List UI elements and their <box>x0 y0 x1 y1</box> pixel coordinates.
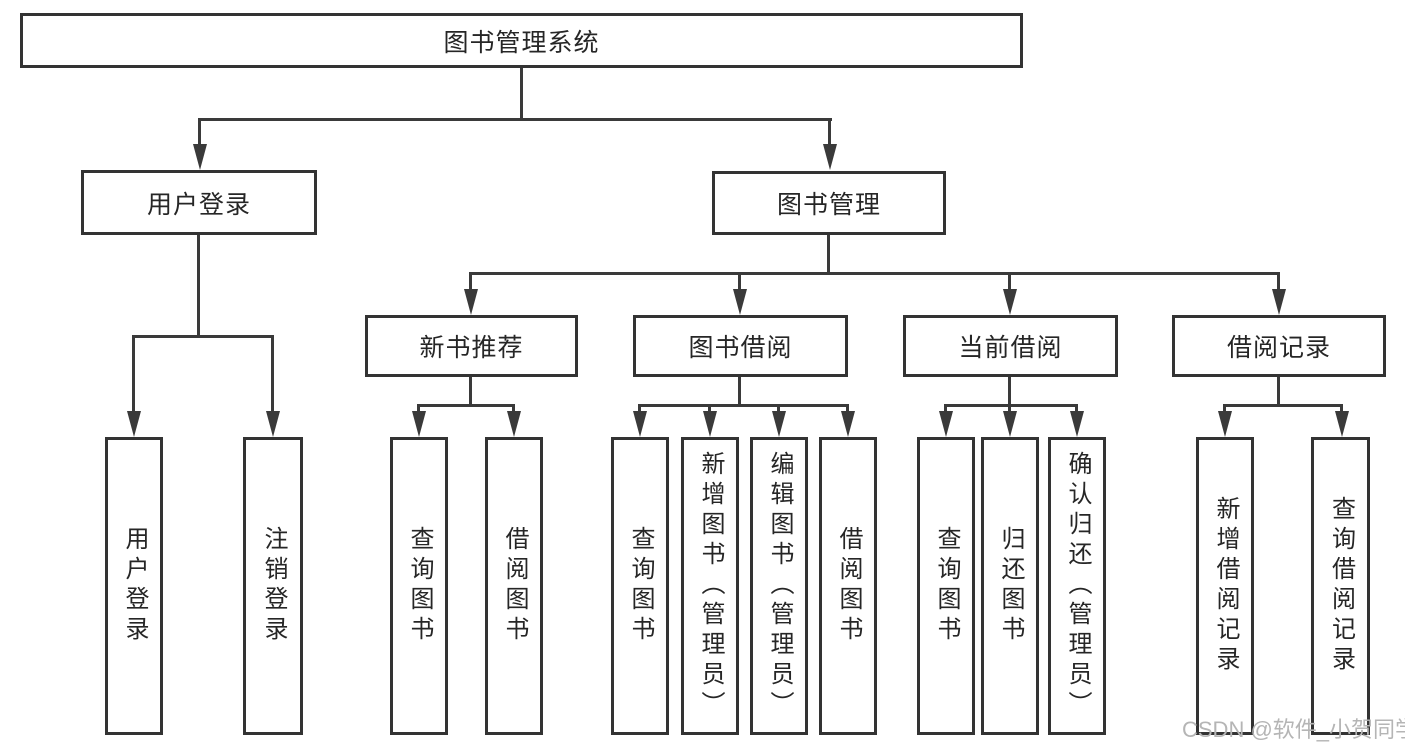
connector-newbook-branch-stem <box>469 377 472 407</box>
node-book-mgmt: 图书管理 <box>712 171 946 235</box>
arrowhead-borrow <box>733 289 747 315</box>
leaf-user-login-label: 用户登录 <box>121 526 148 646</box>
arrowhead-newbook <box>464 289 478 315</box>
connector-leaf13-stem <box>1340 404 1343 416</box>
connector-leaf11-stem <box>1075 404 1078 416</box>
arrowhead-leaf6 <box>703 411 717 437</box>
node-user-login-label: 用户登录 <box>146 190 251 219</box>
leaf-add-borrow-record: 新增借阅记录 <box>1196 437 1254 735</box>
connector-records-stem <box>1277 272 1280 292</box>
connector-level3-bus <box>469 272 1280 275</box>
arrowhead-leaf13 <box>1335 411 1349 437</box>
leaf-query-books-borrow-label: 查询图书 <box>627 526 654 646</box>
arrowhead-current <box>1003 289 1017 315</box>
arrowhead-leaf5 <box>633 411 647 437</box>
leaf-query-books-current: 查询图书 <box>917 437 975 735</box>
arrowhead-leaf8 <box>841 411 855 437</box>
connector-records-branch-stem <box>1277 377 1280 407</box>
connector-leaf5-stem <box>638 404 641 416</box>
leaf-query-borrow-record-label: 查询借阅记录 <box>1327 496 1355 676</box>
connector-mgmt-branch-stem <box>827 235 830 275</box>
leaf-borrow-books: 借阅图书 <box>819 437 877 735</box>
connector-level2-bus <box>198 118 832 121</box>
node-new-book-rec-label: 新书推荐 <box>419 334 524 362</box>
node-root-label: 图书管理系统 <box>443 28 600 57</box>
node-current-borrow-label: 当前借阅 <box>958 334 1063 362</box>
connector-current-stem <box>1008 272 1011 292</box>
arrowhead-leaf4 <box>507 411 521 437</box>
connector-user-login-stem <box>198 118 201 152</box>
connector-newbook-stem <box>469 272 472 292</box>
leaf-query-books-rec: 查询图书 <box>390 437 448 735</box>
connector-borrow-stem <box>738 272 741 292</box>
connector-login-bus <box>132 335 274 338</box>
arrowhead-leaf7 <box>772 411 786 437</box>
connector-records-bus <box>1223 404 1342 407</box>
arrowhead-leaf9 <box>939 411 953 437</box>
leaf-borrow-books-rec: 借阅图书 <box>485 437 543 735</box>
leaf-confirm-return-admin: 确认归还（管理员） <box>1048 437 1106 735</box>
arrowhead-user-login <box>193 144 207 170</box>
connector-leaf12-stem <box>1223 404 1226 416</box>
leaf-add-books-admin-label: 新增图书（管理员） <box>697 451 724 721</box>
leaf-return-books: 归还图书 <box>981 437 1039 735</box>
connector-leaf1-stem <box>132 335 135 415</box>
arrowhead-leaf3 <box>412 411 426 437</box>
connector-leaf8-stem <box>846 404 849 416</box>
node-book-mgmt-label: 图书管理 <box>776 191 881 219</box>
connector-current-branch-stem <box>1008 377 1011 407</box>
leaf-edit-books-admin: 编辑图书（管理员） <box>750 437 808 735</box>
arrowhead-leaf1 <box>127 411 141 437</box>
leaf-user-login: 用户登录 <box>105 437 163 735</box>
connector-newbook-bus <box>417 404 515 407</box>
csdn-watermark: CSDN @软件_小贺同学 <box>1182 717 1405 742</box>
leaf-borrow-books-label: 借阅图书 <box>835 526 862 646</box>
connector-login-branch-stem <box>197 235 200 338</box>
leaf-logout-label: 注销登录 <box>260 526 287 646</box>
connector-leaf6-stem <box>708 404 711 416</box>
connector-book-mgmt-stem <box>828 118 831 152</box>
node-current-borrow: 当前借阅 <box>903 315 1118 377</box>
arrowhead-leaf11 <box>1070 411 1084 437</box>
arrowhead-leaf12 <box>1218 411 1232 437</box>
connector-leaf3-stem <box>417 404 420 416</box>
connector-current-bus <box>944 404 1078 407</box>
arrowhead-leaf10 <box>1003 411 1017 437</box>
node-new-book-rec: 新书推荐 <box>365 315 578 377</box>
leaf-confirm-return-admin-label: 确认归还（管理员） <box>1064 451 1091 721</box>
leaf-add-borrow-record-label: 新增借阅记录 <box>1212 496 1239 676</box>
leaf-query-borrow-record: 查询借阅记录 <box>1311 437 1370 735</box>
leaf-query-books-borrow: 查询图书 <box>611 437 669 735</box>
arrowhead-leaf2 <box>266 411 280 437</box>
leaf-return-books-label: 归还图书 <box>997 526 1024 646</box>
leaf-logout: 注销登录 <box>243 437 303 735</box>
leaf-add-books-admin: 新增图书（管理员） <box>681 437 739 735</box>
connector-leaf2-stem <box>271 335 274 415</box>
connector-leaf7-stem <box>777 404 780 416</box>
connector-leaf9-stem <box>944 404 947 416</box>
connector-leaf10-stem <box>1008 404 1011 416</box>
leaf-borrow-books-rec-label: 借阅图书 <box>501 526 528 646</box>
arrowhead-records <box>1272 289 1286 315</box>
leaf-edit-books-admin-label: 编辑图书（管理员） <box>766 451 793 721</box>
node-borrow-records: 借阅记录 <box>1172 315 1386 377</box>
node-user-login: 用户登录 <box>81 170 317 235</box>
connector-borrow-branch-stem <box>738 377 741 407</box>
connector-root-stem <box>520 68 523 118</box>
connector-borrow-bus <box>638 404 849 407</box>
node-book-borrow: 图书借阅 <box>633 315 848 377</box>
node-book-borrow-label: 图书借阅 <box>688 334 793 362</box>
node-borrow-records-label: 借阅记录 <box>1226 334 1331 362</box>
arrowhead-book-mgmt <box>823 144 837 170</box>
leaf-query-books-rec-label: 查询图书 <box>406 526 433 646</box>
node-root: 图书管理系统 <box>20 13 1023 68</box>
leaf-query-books-current-label: 查询图书 <box>933 526 960 646</box>
connector-leaf4-stem <box>512 404 515 416</box>
